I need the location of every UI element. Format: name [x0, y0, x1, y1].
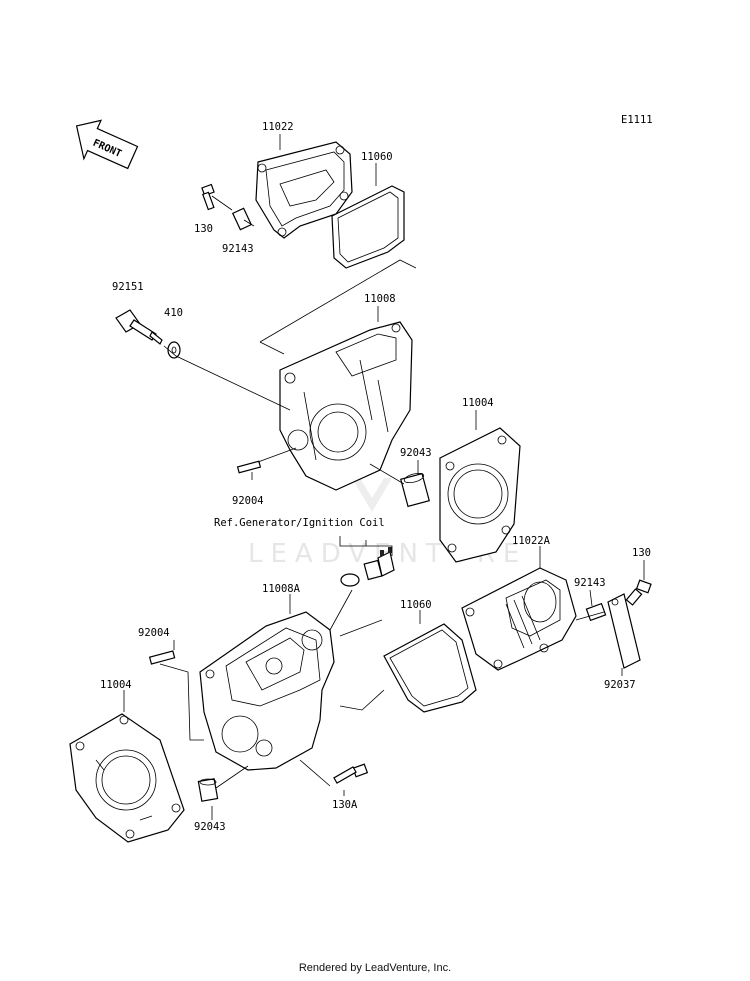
label-11008A: 11008A — [262, 583, 301, 595]
label-11060-mid: 11060 — [400, 599, 432, 611]
label-410: 410 — [164, 307, 183, 319]
watermark-logo — [352, 478, 392, 512]
label-92037: 92037 — [604, 679, 636, 691]
label-130-right: 130 — [632, 547, 651, 559]
bracket-92037 — [607, 593, 641, 669]
label-11004-right: 11004 — [462, 397, 494, 409]
spark-plug-92151 — [115, 309, 163, 345]
collar-92143-right — [585, 602, 607, 622]
collar-92143-upper — [231, 207, 253, 231]
cover-gasket-upper — [331, 185, 405, 269]
footer-credit: Rendered by LeadVenture, Inc. — [298, 962, 452, 974]
label-92043-bottom: 92043 — [194, 821, 226, 833]
stud-92004-mid — [236, 460, 262, 474]
label-11022: 11022 — [262, 121, 294, 133]
label-92004-left: 92004 — [138, 627, 170, 639]
label-11022A: 11022A — [512, 535, 551, 547]
dowel-92043-bottom — [197, 778, 219, 802]
label-11008: 11008 — [364, 293, 396, 305]
stud-92004-left — [148, 650, 176, 665]
label-92043-mid: 92043 — [400, 447, 432, 459]
head-gasket-11004-left — [69, 713, 185, 843]
label-130A: 130A — [332, 799, 358, 811]
reference-note: Ref.Generator/Ignition Coil — [214, 517, 385, 529]
label-92143-right: 92143 — [574, 577, 606, 589]
cylinder-head-cover-11022A — [461, 567, 577, 671]
label-11004-left: 11004 — [100, 679, 132, 691]
leader-lines — [123, 134, 645, 820]
front-arrow-icon: FRONT — [75, 119, 139, 170]
cover-gasket-11060-mid — [383, 623, 477, 713]
head-gasket-11004-right — [439, 427, 521, 563]
label-130-top: 130 — [194, 223, 213, 235]
label-92004-mid: 92004 — [232, 495, 264, 507]
label-92143-top: 92143 — [222, 243, 254, 255]
washer-410 — [167, 341, 181, 359]
temperature-sensor — [340, 547, 395, 587]
label-92151: 92151 — [112, 281, 144, 293]
bolt-130-upper — [201, 183, 215, 211]
cylinder-head-cover-upper — [255, 141, 353, 239]
bolt-130A — [333, 763, 369, 784]
cylinder-head-11008 — [279, 321, 413, 491]
label-11060-top: 11060 — [361, 151, 393, 163]
bolt-130-right — [625, 579, 652, 606]
dowel-92043-mid — [400, 472, 430, 508]
cylinder-head-11008A — [199, 611, 335, 771]
diagram-code: E1111 — [621, 114, 653, 126]
